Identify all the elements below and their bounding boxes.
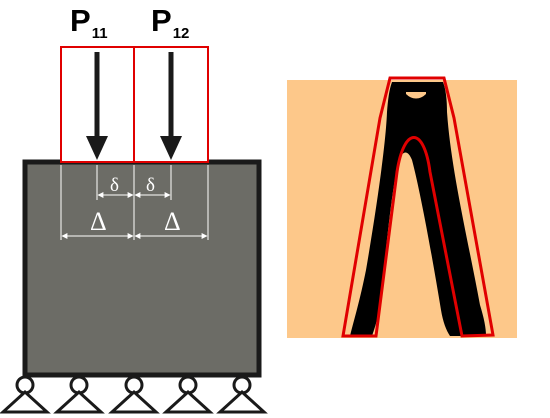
- material-arch: [350, 82, 486, 336]
- pin-support-icon: [53, 375, 105, 414]
- design-domain-panel: P11 P12 δ δ Δ Δ: [0, 3, 268, 414]
- load-arrow-p12: [160, 52, 182, 160]
- delta-large-label-1: Δ: [90, 207, 107, 236]
- load-arrow-p11: [86, 52, 108, 160]
- design-domain: [22, 159, 262, 378]
- optimized-design-panel: [287, 76, 517, 338]
- delta-small-label-2: δ: [146, 175, 155, 196]
- material-crown-notch: [406, 92, 426, 99]
- pin-support-icon: [108, 375, 160, 414]
- pin-support-icon: [216, 375, 268, 414]
- delta-small-label-1: δ: [110, 175, 119, 196]
- pin-support-icon: [0, 375, 51, 414]
- delta-large-label-2: Δ: [164, 207, 181, 236]
- load-label-p11: P11: [70, 3, 108, 42]
- dimension-extension-lines: [60, 165, 209, 240]
- pin-support-icon: [162, 375, 214, 414]
- load-label-p12: P12: [151, 3, 189, 42]
- design-outer-outline: [341, 76, 495, 338]
